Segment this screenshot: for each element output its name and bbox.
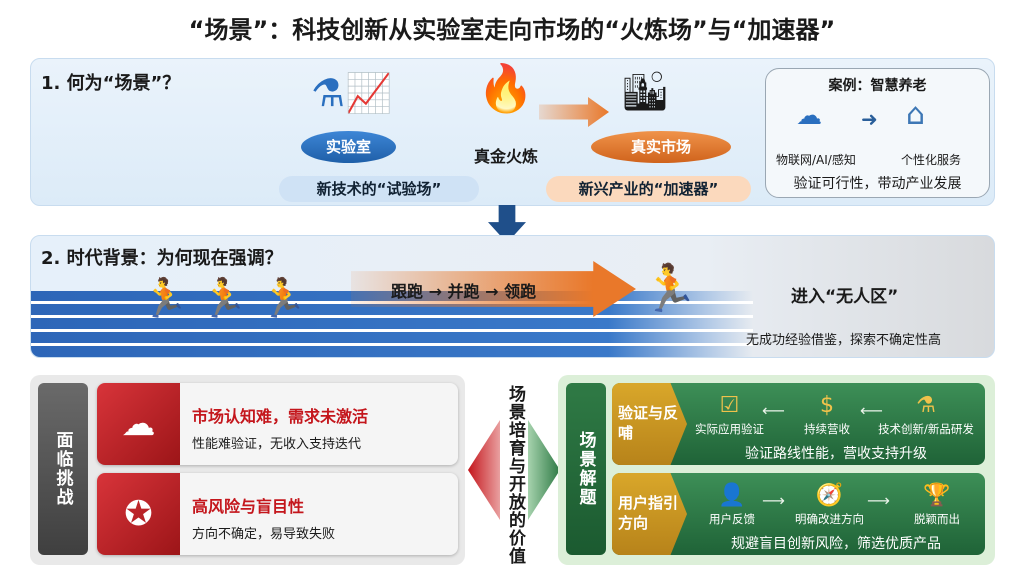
runners-icon: 🏃 🏃 🏃 — [141, 276, 308, 320]
solution-step: 👤用户反馈 — [692, 481, 772, 527]
challenge-title: 市场认知难，需求未激活 — [192, 407, 369, 426]
arrow-left-icon: ⟵ — [762, 401, 785, 420]
no-mans-land-label: 进入“无人区” — [791, 287, 899, 307]
arrow-right-icon: ⟶ — [762, 491, 785, 510]
case-right-label: 个性化服务 — [901, 153, 962, 167]
arrow-right-icon: ➜ — [861, 107, 878, 131]
market-pill: 新兴产业的“加速器” — [546, 176, 751, 202]
lab-icon: ⚗📈 — [311, 71, 393, 115]
right-arrow-icon — [528, 420, 560, 520]
challenge-desc: 方向不确定，易导致失败 — [192, 527, 336, 542]
flask-gear-icon: ⚗ — [916, 393, 936, 418]
no-mans-land-desc: 无成功经验借鉴，探索不确定性高 — [746, 333, 942, 348]
solution-step: 🏆脱颖而出 — [897, 481, 977, 527]
lab-pill: 新技术的“试验场” — [279, 176, 479, 202]
leading-runner-icon: 🏃 — [641, 261, 699, 315]
section1-heading: 1. 何为“场景”？ — [41, 73, 181, 94]
challenge-title: 高风险与盲目性 — [192, 497, 305, 516]
solution-step: 🧭明确改进方向 — [782, 481, 877, 527]
challenge-card: ☁ 市场认知难，需求未激活 性能难验证，无收入支持迭代 — [97, 383, 458, 465]
compass-icon: 🧭 — [815, 483, 844, 508]
market-platform: 真实市场 — [591, 131, 731, 163]
checklist-icon: ☑ — [719, 393, 740, 418]
solution-summary: 验证路线性能，营收支持升级 — [745, 446, 927, 462]
lab-platform: 实验室 — [301, 131, 396, 163]
solution-card: 用户指引方向 👤用户反馈 ⟶ 🧭明确改进方向 ⟶ 🏆脱颖而出 规避盲目创新风险，… — [612, 473, 985, 555]
challenge-desc: 性能难验证，无收入支持迭代 — [192, 437, 362, 452]
case-title: 案例：智慧养老 — [828, 78, 927, 94]
money-bag-icon: $ — [820, 393, 834, 418]
challenges-label: 面临挑战 — [38, 383, 88, 555]
section-era-background: 2. 时代背景：为何现在强调？ 跟跑 → 并跑 → 领跑 🏃 🏃 🏃 🏃 进入“… — [30, 235, 995, 358]
solution-summary: 规避盲目创新风险，筛选优质产品 — [731, 536, 941, 552]
house-icon: ⌂ — [906, 97, 926, 132]
city-people-icon: 🏙 — [621, 69, 670, 113]
progression-text: 跟跑 → 并跑 → 领跑 — [391, 282, 537, 301]
case-box: 案例：智慧养老 ☁ ➜ ⌂ 物联网/AI/感知 个性化服务 验证可行性，带动产业… — [765, 68, 990, 198]
arrow-left-icon: ⟵ — [860, 401, 883, 420]
solution-step: ⚗技术创新/新品研发 — [867, 391, 985, 437]
solution-step: ☑实际应用验证 — [682, 391, 777, 437]
maze-compass-icon: ✪ — [97, 473, 180, 555]
left-arrow-icon — [468, 420, 500, 520]
solution-card: 验证与反哺 ☑实际应用验证 ⟵ $持续营收 ⟵ ⚗技术创新/新品研发 验证路线性… — [612, 383, 985, 465]
trophy-icon: 🏆 — [923, 483, 951, 508]
fire-bowl-icon: 🔥 — [477, 61, 535, 115]
case-summary: 验证可行性，带动产业发展 — [793, 176, 962, 192]
challenge-card: ✪ 高风险与盲目性 方向不确定，易导致失败 — [97, 473, 458, 555]
solution-title: 验证与反哺 — [612, 383, 687, 465]
case-left-label: 物联网/AI/感知 — [776, 153, 856, 167]
solution-title: 用户指引方向 — [612, 473, 687, 555]
cloud-wallet-icon: ☁ — [97, 383, 180, 465]
fire-label: 真金火炼 — [474, 147, 539, 166]
arrow-to-market-icon — [539, 97, 609, 127]
solutions-label: 场景解题 — [566, 383, 606, 555]
solution-step: $持续营收 — [787, 391, 867, 437]
center-value-label: 场景培育与开放的价值 — [505, 385, 525, 565]
arrow-right-icon: ⟶ — [867, 491, 890, 510]
user-feedback-icon: 👤 — [718, 483, 746, 508]
section2-heading: 2. 时代背景：为何现在强调？ — [41, 248, 283, 269]
iot-cloud-icon: ☁ — [796, 101, 822, 131]
page-title: “场景”：科技创新从实验室走向市场的“火炼场”与“加速器” — [188, 16, 836, 44]
